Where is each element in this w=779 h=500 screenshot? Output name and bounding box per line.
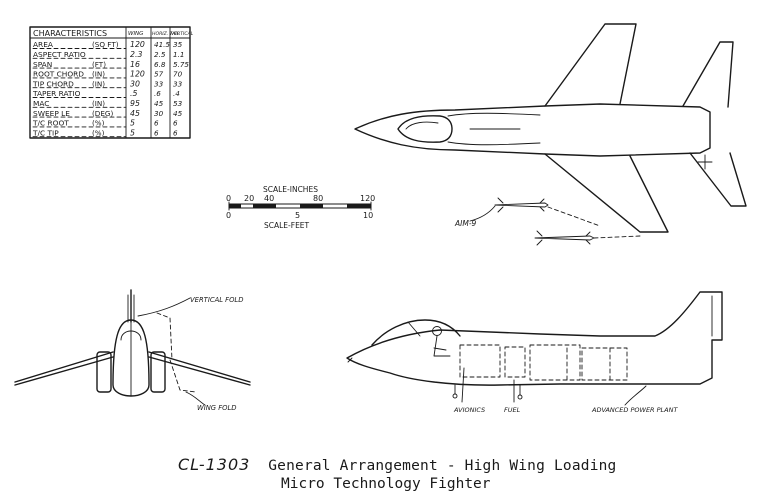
front-view: VERTICAL FOLD WING FOLD (14, 289, 251, 412)
table-cell-htail: 6.8 (154, 60, 166, 69)
table-row-unit: (%) (92, 128, 105, 137)
table-row-unit: (DEG) (92, 109, 113, 118)
table-row-label: ROOT CHORD (33, 70, 84, 79)
general-arrangement-drawing: CHARACTERISTICS WING HORIZ. TAIL VERTICA… (14, 23, 747, 414)
table-row-unit: (SQ FT) (92, 40, 119, 49)
vertical-fold-label: VERTICAL FOLD (190, 296, 243, 304)
table-cell-htail: 30 (154, 109, 164, 118)
scale-inch-tick-0: 0 (226, 194, 231, 203)
table-header-wing: WING (128, 31, 143, 37)
table-header-htail: HORIZ. TAIL (152, 31, 180, 37)
table-row-label: SPAN (33, 60, 52, 69)
scale-inch-tick-20: 20 (244, 194, 254, 203)
scale-inches-title: SCALE-INCHES (263, 185, 318, 194)
caption-title: CL-1303 General Arrangement - High Wing … (178, 455, 616, 474)
table-cell-wing: 5 (130, 119, 135, 128)
caption-code: CL-1303 (178, 455, 251, 474)
scale-inch-tick-40: 40 (264, 194, 274, 203)
table-cell-wing: 120 (130, 70, 145, 79)
table-cell-vtail: 45 (173, 109, 183, 118)
table-cell-vtail: 35 (173, 40, 183, 49)
table-cell-wing: 16 (130, 60, 140, 69)
table-cell-wing: 45 (130, 109, 140, 118)
table-row-label: SWEEP LE (33, 109, 70, 118)
characteristics-table: CHARACTERISTICS WING HORIZ. TAIL VERTICA… (29, 26, 194, 139)
table-cell-vtail: 6 (173, 128, 178, 137)
table-row-unit: (IN) (92, 70, 105, 79)
table-cell-htail: 57 (154, 70, 164, 79)
table-cell-vtail: 6 (173, 119, 178, 128)
table-header-vtail: VERTICAL (171, 31, 194, 37)
table-cell-wing: 30 (130, 79, 140, 88)
avionics-label: AVIONICS (453, 406, 485, 414)
table-cell-vtail: 70 (173, 70, 183, 79)
scale-inch-tick-80: 80 (313, 194, 323, 203)
table-row-unit: (%) (92, 119, 105, 128)
table-row-label: MAC (33, 99, 49, 108)
plan-view: AIM-9 (354, 23, 747, 246)
table-cell-htail: 45 (154, 99, 164, 108)
table-cell-vtail: 1.1 (173, 50, 184, 59)
table-row-label: T/C TIP (32, 128, 59, 137)
table-cell-wing: 2.3 (130, 50, 142, 59)
table-row-label: TAPER RATIO (32, 89, 81, 98)
table-cell-htail: 2.5 (154, 50, 166, 59)
table-cell-htail: 33 (154, 79, 164, 88)
scale-bar: SCALE-INCHES 0 20 40 80 120 0 5 10 SCALE… (226, 185, 375, 230)
table-header-label: CHARACTERISTICS (33, 29, 107, 38)
table-row-label: ASPECT RATIO (33, 50, 86, 59)
table-cell-vtail: 53 (173, 99, 183, 108)
caption-title-text: General Arrangement - High Wing Loading (268, 458, 617, 474)
scale-feet-tick-10: 10 (363, 211, 373, 220)
table-cell-wing: 120 (130, 40, 145, 49)
table-cell-htail: 6 (154, 128, 159, 137)
table-row-label: TIP CHORD (32, 79, 74, 88)
table-cell-htail: 6 (154, 119, 159, 128)
table-cell-wing: .5 (130, 89, 137, 98)
scale-feet-tick-0: 0 (226, 211, 231, 220)
wing-fold-label: WING FOLD (197, 404, 237, 412)
table-cell-wing: 95 (130, 99, 140, 108)
fuel-label: FUEL (504, 406, 521, 414)
caption-subtitle: Micro Technology Fighter (281, 476, 491, 492)
table-cell-htail: .6 (154, 89, 161, 98)
table-row-unit: (IN) (92, 79, 105, 88)
scale-inch-tick-120: 120 (360, 194, 375, 203)
powerplant-label: ADVANCED POWER PLANT (591, 406, 678, 414)
side-view: AVIONICS FUEL ADVANCED POWER PLANT (346, 291, 723, 414)
table-row-label: T/C ROOT (32, 119, 69, 128)
scale-feet-title: SCALE-FEET (264, 221, 310, 230)
table-cell-vtail: 5.75 (173, 60, 189, 69)
aim9-label: AIM-9 (454, 219, 477, 228)
table-row-label: AREA (33, 40, 53, 49)
scale-feet-tick-5: 5 (295, 211, 300, 220)
table-cell-vtail: .4 (173, 89, 180, 98)
table-row-unit: (FT) (92, 60, 106, 69)
table-cell-vtail: 33 (173, 79, 183, 88)
table-cell-wing: 5 (130, 128, 135, 137)
table-row-unit: (IN) (92, 99, 105, 108)
table-cell-htail: 41.5 (154, 40, 170, 49)
